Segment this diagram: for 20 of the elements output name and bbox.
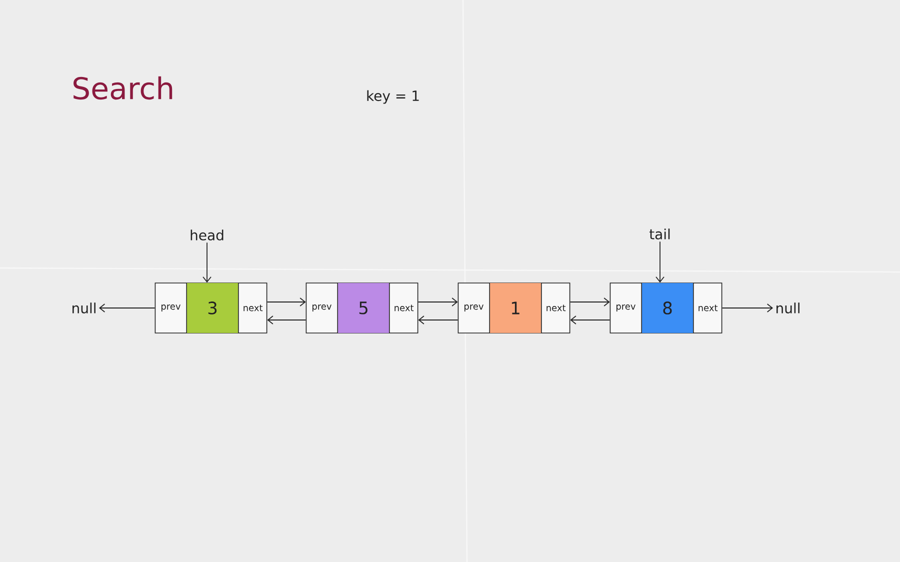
list-node: prev 5 next [306, 282, 418, 334]
arrow [202, 242, 212, 283]
arrow [418, 316, 458, 324]
arrow [267, 316, 306, 324]
title: Search [74, 76, 172, 100]
arrow [418, 298, 458, 306]
pointer-label: tail [649, 228, 670, 240]
key-label: key = 1 [367, 90, 419, 104]
arrow [570, 316, 610, 324]
list-node: prev 3 next [154, 282, 268, 334]
list-node: prev 1 next [458, 282, 570, 334]
pointer-label: head [190, 230, 224, 240]
null-label: null [776, 302, 800, 314]
list-node: prev 8 next [610, 282, 722, 334]
arrow [266, 298, 306, 306]
arrow [98, 304, 156, 312]
arrow [570, 298, 610, 306]
arrow [722, 304, 774, 312]
arrow [656, 241, 664, 283]
null-label: null [72, 302, 96, 314]
